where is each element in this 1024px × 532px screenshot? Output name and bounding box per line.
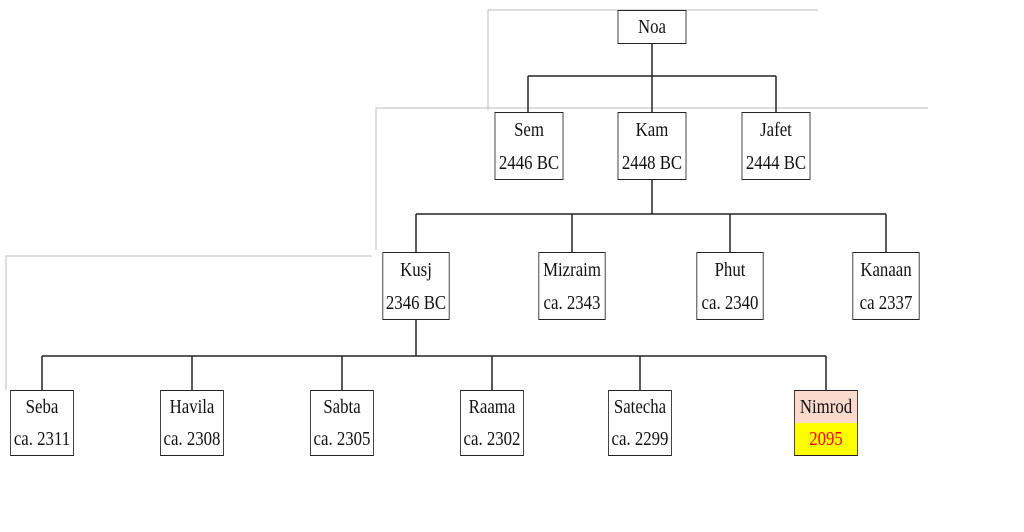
node-jafet-name: Jafet: [760, 118, 792, 141]
node-havila: Havila ca. 2308: [160, 390, 224, 456]
node-mizraim: Mizraim ca. 2343: [538, 252, 606, 320]
node-kusj: Kusj 2346 BC: [382, 252, 450, 320]
node-kusj-date: 2346 BC: [385, 291, 447, 314]
node-seba-date: ca. 2311: [13, 428, 71, 450]
node-jafet: Jafet 2444 BC: [741, 112, 811, 180]
node-satecha-name: Satecha: [613, 396, 667, 418]
node-noa: Noa: [617, 10, 687, 44]
node-kanaan-name: Kanaan: [860, 258, 912, 281]
node-sabta-name: Sabta: [323, 396, 361, 418]
node-jafet-date: 2444 BC: [745, 151, 807, 174]
connector-lines: [41, 44, 887, 390]
guide-line-upper: [487, 9, 818, 110]
guide-line-middle: [375, 107, 928, 250]
node-sem-name: Sem: [514, 118, 544, 141]
node-seba-name: Seba: [25, 396, 59, 418]
node-kam-date: 2448 BC: [621, 151, 683, 174]
node-kam-name: Kam: [635, 118, 669, 141]
node-havila-date: ca. 2308: [163, 428, 221, 450]
node-phut-name: Phut: [714, 258, 746, 281]
node-satecha-date: ca. 2299: [611, 428, 669, 450]
node-raama-date: ca. 2302: [463, 428, 521, 450]
node-satecha: Satecha ca. 2299: [608, 390, 672, 456]
node-kam: Kam 2448 BC: [617, 112, 687, 180]
node-sabta-date: ca. 2305: [313, 428, 371, 450]
node-kanaan: Kanaan ca 2337: [852, 252, 920, 320]
node-noa-name: Noa: [637, 16, 666, 38]
node-sabta: Sabta ca. 2305: [310, 390, 374, 456]
node-raama: Raama ca. 2302: [460, 390, 524, 456]
node-mizraim-date: ca. 2343: [543, 291, 601, 314]
node-phut: Phut ca. 2340: [696, 252, 764, 320]
node-mizraim-name: Mizraim: [543, 258, 601, 281]
node-havila-name: Havila: [169, 396, 215, 418]
node-kusj-name: Kusj: [400, 258, 432, 281]
node-nimrod-date: 2095: [794, 423, 858, 455]
guide-lines: [5, 9, 928, 390]
node-nimrod: Nimrod 2095: [794, 390, 858, 456]
node-raama-name: Raama: [468, 396, 516, 418]
node-sem-date: 2446 BC: [498, 151, 560, 174]
node-sem: Sem 2446 BC: [494, 112, 564, 180]
node-kanaan-date: ca 2337: [859, 291, 913, 314]
guide-line-lower: [5, 255, 372, 390]
node-nimrod-name: Nimrod: [799, 396, 853, 418]
node-seba: Seba ca. 2311: [10, 390, 74, 456]
node-phut-date: ca. 2340: [701, 291, 759, 314]
